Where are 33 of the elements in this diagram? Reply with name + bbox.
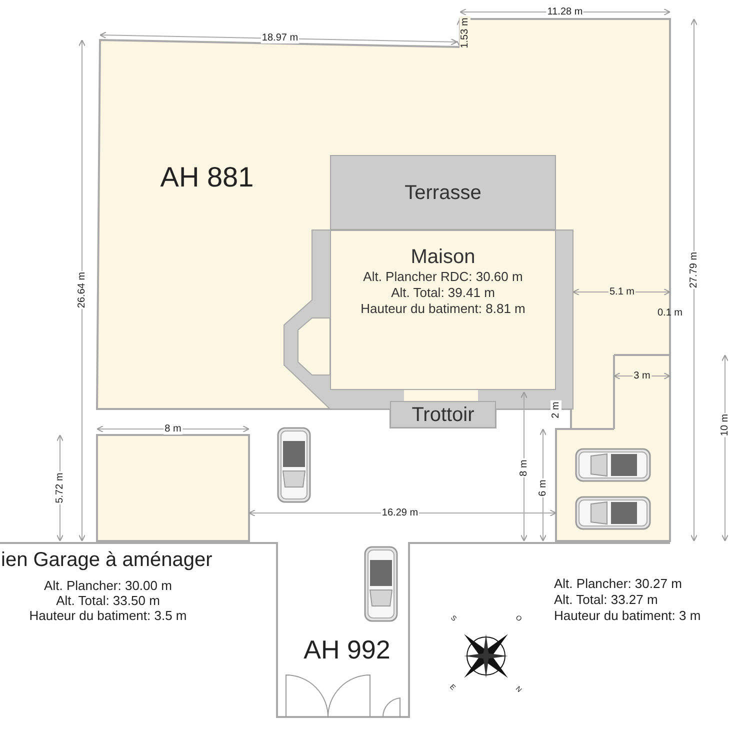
elevation-note: Hauteur du batiment: 3 m	[553, 608, 702, 624]
dimension-label: 26.64 m	[76, 270, 88, 310]
elevation-note: Alt. Total: 33.50 m	[55, 594, 161, 608]
dimension-label: 10 m	[720, 412, 730, 438]
dimension-label: 11.28 m	[546, 6, 584, 18]
paved-area	[330, 155, 556, 230]
paved-area	[390, 401, 496, 428]
room-name: Maison	[410, 245, 476, 269]
elevation-note: Alt. Total: 39.41 m	[391, 285, 495, 301]
dimension-label: 8 m	[164, 424, 182, 434]
dimension-label: 1.53 m	[460, 16, 470, 50]
dimension-label: 16.29 m	[380, 508, 420, 518]
house-room	[330, 230, 556, 390]
dimension-label: 0.1 m	[656, 308, 684, 318]
dimension-label: 5.1 m	[608, 286, 636, 298]
dimension-label: 3 m	[632, 370, 652, 382]
room-name: Terrasse	[404, 180, 482, 204]
elevation-note: Hauteur du batiment: 3.5 m	[28, 608, 188, 624]
area-label: AH 881	[159, 162, 255, 194]
dimension-label: 27.79 m	[688, 250, 700, 290]
dimension-label: 8 m	[518, 458, 530, 478]
dimension-label: 5.72 m	[54, 472, 66, 504]
dimension-label: 6 m	[538, 478, 548, 498]
area-label: AH 992	[302, 636, 392, 664]
elevation-note: Alt. Plancher: 30.00 m	[43, 578, 173, 594]
room-name: Trottoir	[412, 402, 474, 426]
dimension-label: 2 m	[550, 400, 562, 420]
elevation-note: Alt. Plancher RDC: 30.60 m	[363, 269, 523, 285]
elevation-note: Alt. Total: 33.27 m	[553, 592, 659, 608]
dimension-label: 18.97 m	[260, 32, 300, 44]
elevation-note: Hauteur du batiment: 8.81 m	[360, 301, 526, 317]
elevation-note: Alt. Plancher: 30.27 m	[553, 576, 683, 592]
area-label: ien Garage à aménager	[0, 549, 214, 571]
